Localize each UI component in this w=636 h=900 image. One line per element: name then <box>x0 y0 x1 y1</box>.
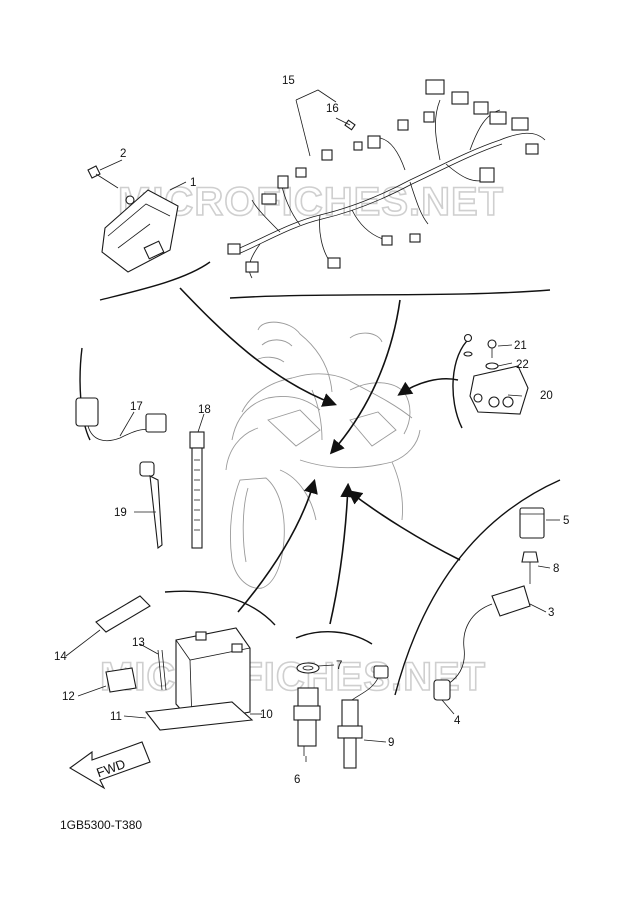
part-11-battery-pad <box>144 701 254 731</box>
part-1-ecu-unit <box>101 189 179 273</box>
watermark-bottom: MICROFICHES.NET <box>100 655 486 699</box>
part-12-battery-pad-small <box>105 667 137 693</box>
separator-top-right <box>229 289 551 299</box>
part-3-sensor <box>447 585 531 685</box>
callout-1: 1 <box>190 177 196 189</box>
callout-7: 7 <box>336 660 342 672</box>
arrow-from-sensor-6 <box>329 482 355 625</box>
callout-4: 4 <box>454 715 461 727</box>
callout-10: 10 <box>260 709 273 721</box>
callout-3: 3 <box>548 607 554 619</box>
forward-direction-arrow: FWD <box>68 741 151 790</box>
callout-2: 2 <box>120 148 126 160</box>
callout-22: 22 <box>516 359 529 371</box>
part-2-bolt <box>87 165 119 189</box>
callout-13: 13 <box>132 637 145 649</box>
part-19-cable-band <box>139 461 163 550</box>
part-21-screw <box>487 339 497 358</box>
callout-5: 5 <box>563 515 569 527</box>
leader-lines <box>65 89 560 762</box>
separator-bottom-right <box>394 479 561 696</box>
part-13-vent-tube <box>157 649 167 691</box>
part-9-oxygen-sensor <box>337 665 389 769</box>
callout-12: 12 <box>62 691 75 703</box>
separator-battery <box>164 590 276 626</box>
callout-16: 16 <box>326 103 339 115</box>
callout-labels: 1 2 3 4 5 6 7 8 9 10 11 12 13 14 15 16 1… <box>54 75 569 786</box>
arrow-from-relay <box>397 378 459 396</box>
callout-15: 15 <box>282 75 295 87</box>
callout-8: 8 <box>553 563 559 575</box>
callout-18: 18 <box>198 404 211 416</box>
part-8-bolt <box>521 551 539 584</box>
part-18-cable-tie <box>189 431 205 549</box>
part-17-sub-harness <box>75 397 167 442</box>
arrow-from-ecu <box>179 287 337 407</box>
separator-top-left <box>99 261 211 301</box>
part-5-relay-block <box>519 507 545 539</box>
part-15-wire-harness <box>227 79 546 279</box>
scooter-outline <box>225 321 421 589</box>
separator-sensors <box>295 631 373 645</box>
callout-21: 21 <box>514 340 527 352</box>
part-14-battery-strap <box>95 595 151 633</box>
part-7-gasket <box>296 662 320 674</box>
callout-11: 11 <box>110 711 122 723</box>
callout-20: 20 <box>540 390 553 402</box>
watermark-top: MICROFICHES.NET <box>118 180 504 224</box>
callout-6: 6 <box>294 774 300 786</box>
arrow-from-battery <box>237 478 318 613</box>
arrow-from-sensor-3 <box>347 490 461 561</box>
part-4-connector <box>433 679 451 701</box>
part-20-relay <box>469 365 529 415</box>
part-22-washer <box>485 362 499 370</box>
part-6-switch <box>293 687 321 756</box>
callout-17: 17 <box>130 401 143 413</box>
arrow-from-harness <box>329 299 401 455</box>
callout-9: 9 <box>388 737 394 749</box>
diagram-code: 1GB5300-T380 <box>60 818 143 832</box>
callout-19: 19 <box>114 507 127 519</box>
callout-14: 14 <box>54 651 67 663</box>
part-relay-screw-extra <box>463 333 473 357</box>
